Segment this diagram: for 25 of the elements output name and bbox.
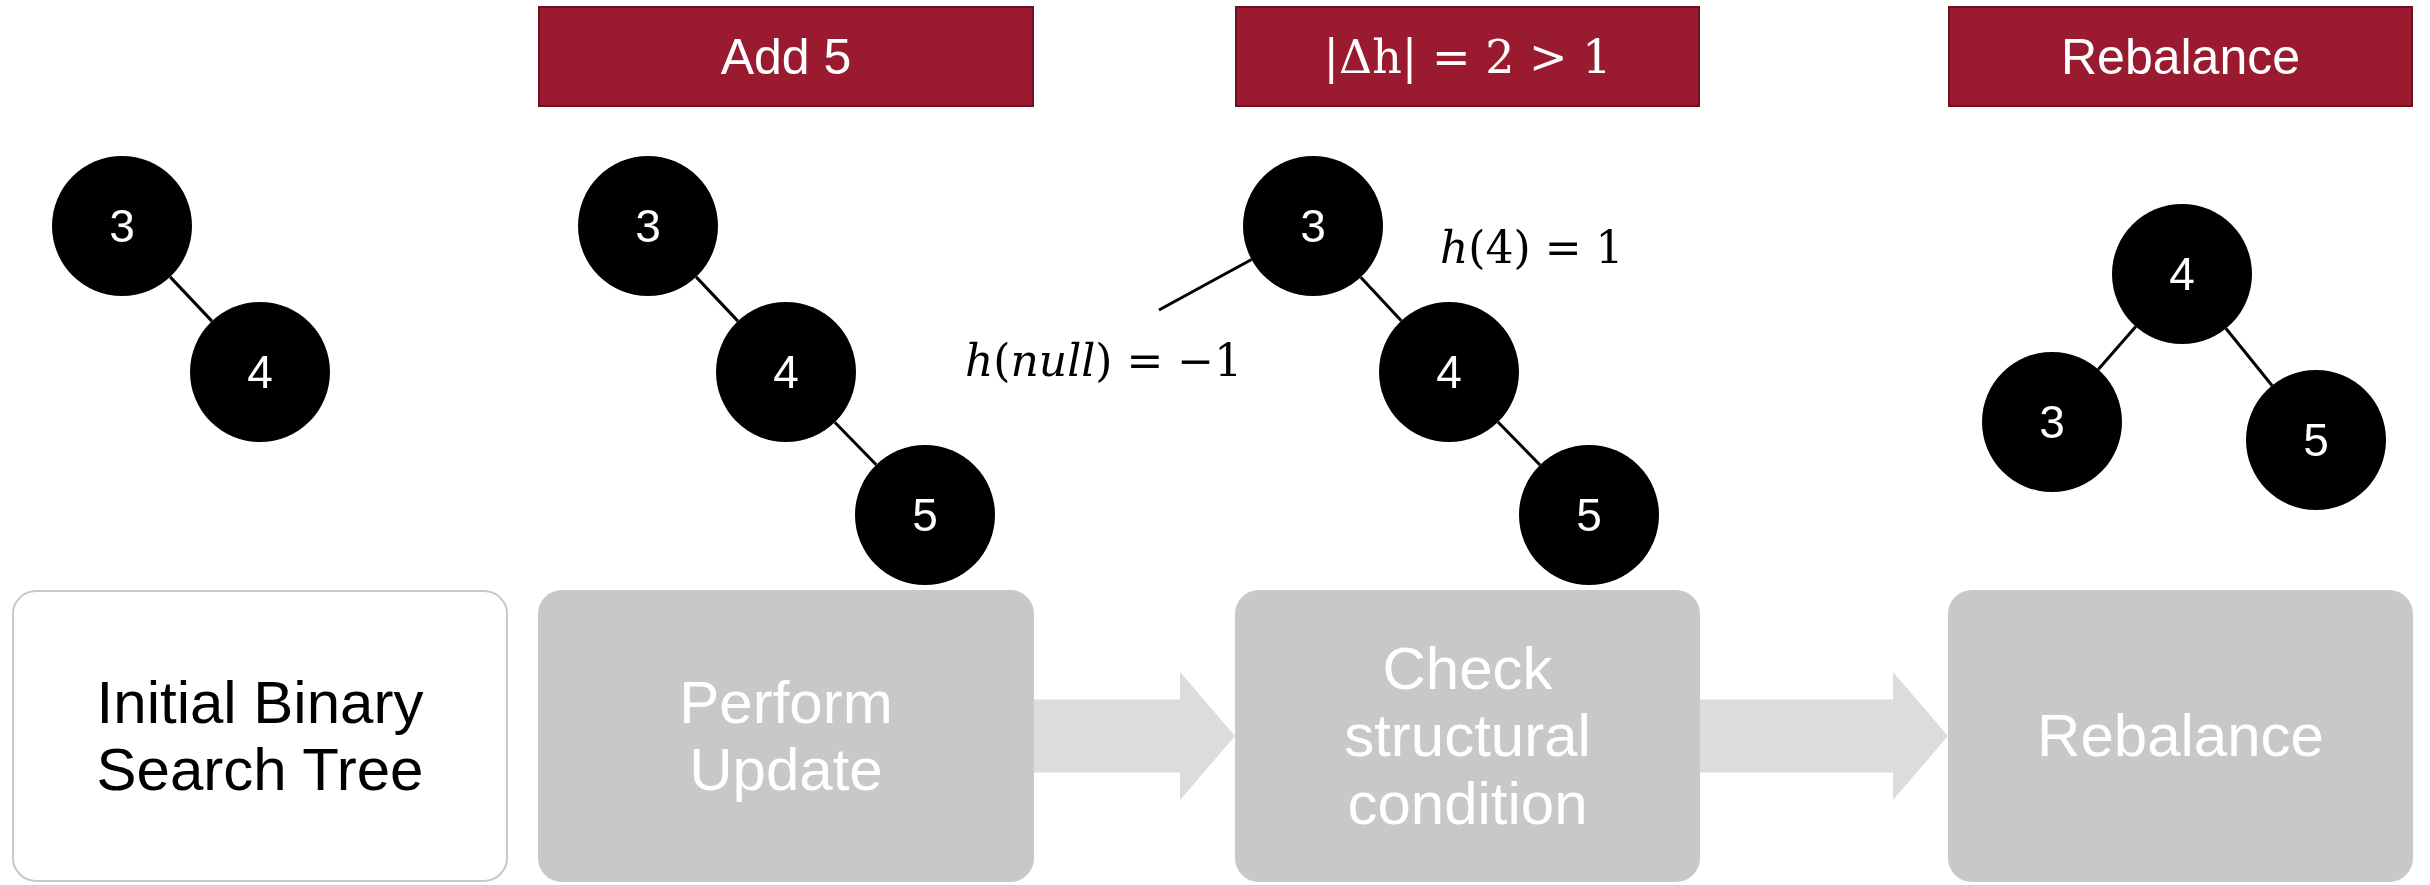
chevron-arrow: [1034, 672, 1235, 800]
tree-branch-line: [833, 421, 878, 466]
tree-node-circle: 5: [2246, 370, 2386, 510]
tree-node-circle: 4: [716, 302, 856, 442]
tree-branch-line: [2224, 327, 2274, 387]
tree-branch-line: [169, 275, 213, 323]
tree-branch-line: [2097, 325, 2137, 371]
tree-branch-line: [1359, 276, 1403, 322]
process-step-box: Initial Binary Search Tree: [12, 590, 508, 882]
tree-node-circle: 4: [190, 302, 330, 442]
chevron-arrow: [1700, 672, 1948, 800]
tree-node-circle: 5: [855, 445, 995, 585]
tree-node-circle: 5: [1519, 445, 1659, 585]
tree-branch-line: [695, 275, 739, 323]
tree-node-circle: 4: [2112, 204, 2252, 344]
tree-branch-line: [1496, 420, 1542, 467]
tree-node-circle: 4: [1379, 302, 1519, 442]
tree-node-circle: 3: [52, 156, 192, 296]
tree-node-circle: 3: [578, 156, 718, 296]
tree-node-circle: 3: [1982, 352, 2122, 492]
step-title-banner: Rebalance: [1948, 6, 2413, 107]
tree-node-circle: 3: [1243, 156, 1383, 296]
step-title-banner: |Δh| = 2 > 1: [1235, 6, 1700, 107]
tree-branch-line: [1158, 258, 1253, 312]
step-title-banner: Add 5: [538, 6, 1034, 107]
